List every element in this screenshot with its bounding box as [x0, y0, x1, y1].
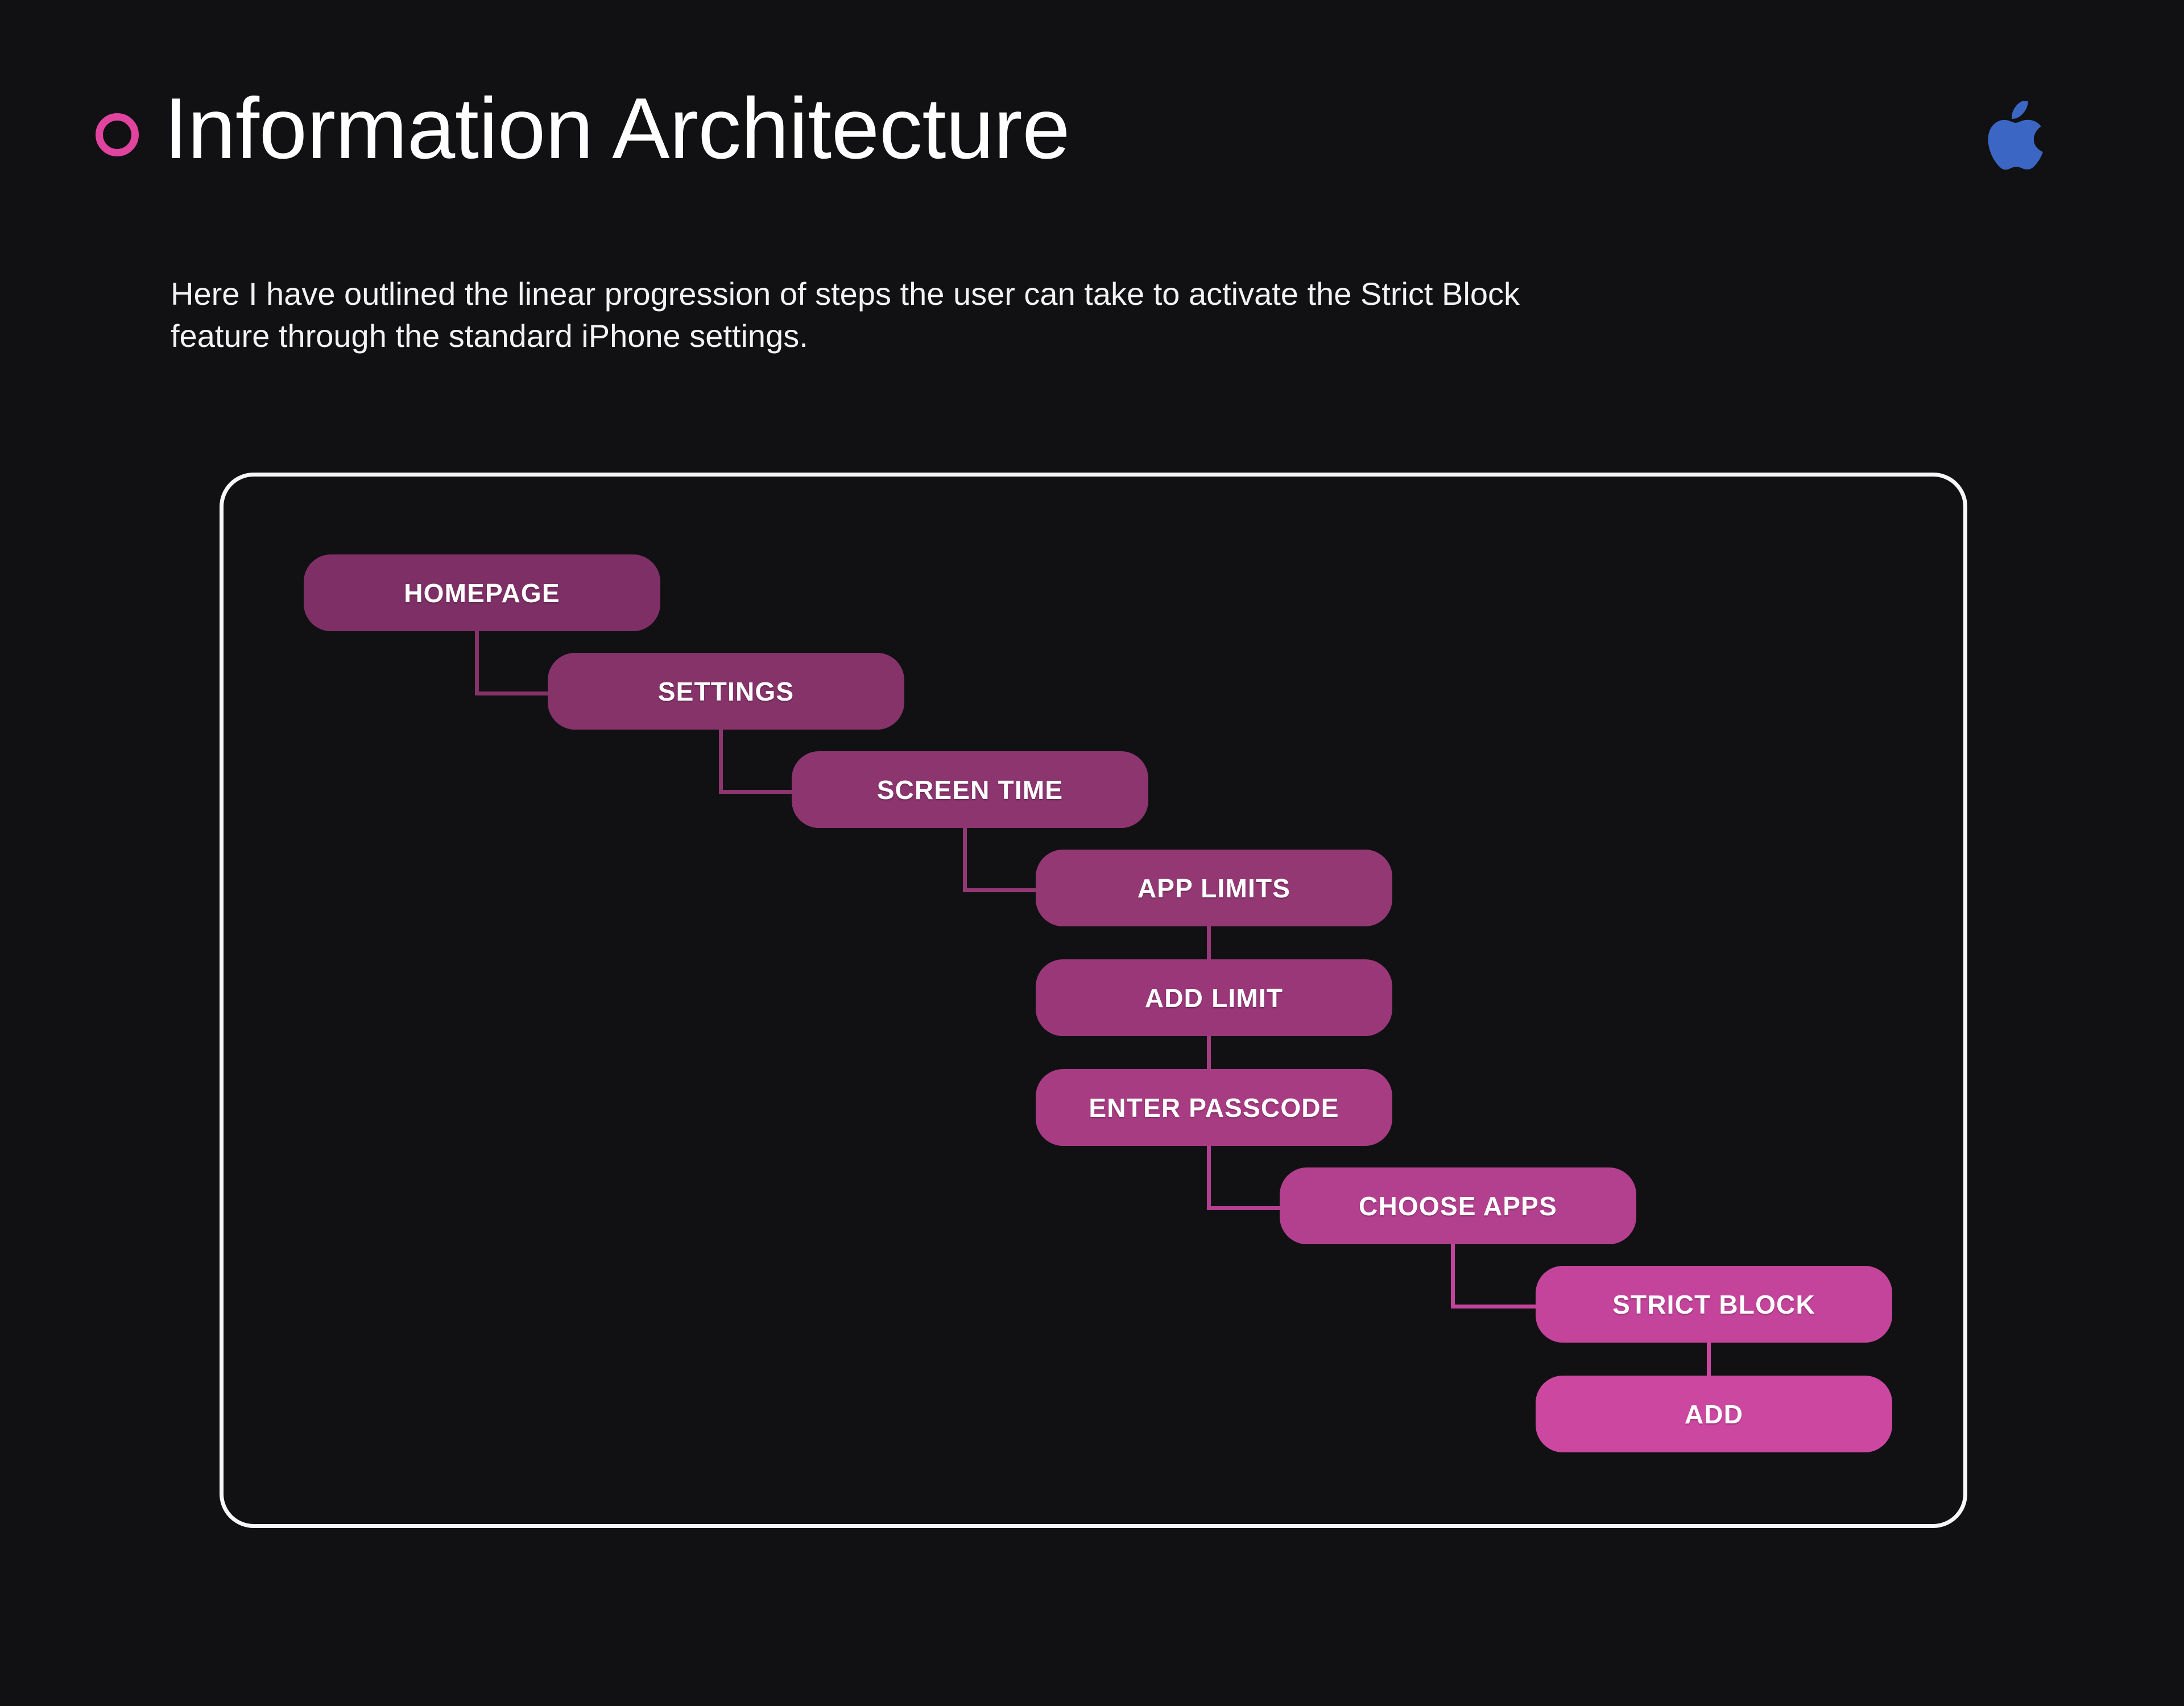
- flow-node-label: ENTER PASSCODE: [1089, 1092, 1339, 1123]
- flow-connector: [1206, 925, 1211, 960]
- flow-node-app-limits[interactable]: APP LIMITS: [1036, 850, 1392, 926]
- flow-connector: [1206, 1035, 1211, 1070]
- flow-node-settings[interactable]: SETTINGS: [548, 653, 904, 730]
- flow-connector: [1706, 1341, 1711, 1377]
- flow-node-label: ADD: [1684, 1399, 1744, 1429]
- flow-node-choose-apps[interactable]: CHOOSE APPS: [1280, 1167, 1636, 1244]
- flow-connector: [1206, 1145, 1211, 1210]
- flow-node-label: SETTINGS: [657, 676, 795, 706]
- flow-node-label: CHOOSE APPS: [1359, 1191, 1557, 1221]
- page-title-row: Information Architecture: [96, 85, 1070, 172]
- flow-connector: [1450, 1304, 1553, 1309]
- flow-connector: [474, 630, 479, 695]
- flow-node-label: SCREEN TIME: [876, 775, 1064, 805]
- flow-connector: [1450, 1243, 1455, 1309]
- flow-connector: [718, 789, 809, 794]
- flow-node-label: ADD LIMIT: [1144, 983, 1284, 1013]
- flow-node-add[interactable]: ADD: [1536, 1376, 1892, 1452]
- page-title: Information Architecture: [164, 80, 1070, 177]
- flow-connector: [962, 827, 967, 892]
- diagram-frame: [220, 473, 1967, 1528]
- flow-connector: [962, 888, 1053, 892]
- apple-logo-icon: [1988, 101, 2043, 170]
- flow-node-enter-passcode[interactable]: ENTER PASSCODE: [1036, 1069, 1392, 1146]
- slide-header: Information Architecture Here I have out…: [0, 0, 2184, 354]
- flow-connector: [718, 728, 723, 794]
- page-subtitle: Here I have outlined the linear progress…: [171, 276, 1520, 354]
- flow-node-strict-block[interactable]: STRICT BLOCK: [1536, 1266, 1892, 1343]
- flow-node-homepage[interactable]: HOMEPAGE: [304, 554, 660, 631]
- flow-node-label: HOMEPAGE: [404, 578, 560, 608]
- flow-node-label: STRICT BLOCK: [1612, 1289, 1815, 1319]
- flow-node-add-limit[interactable]: ADD LIMIT: [1036, 959, 1392, 1036]
- flow-node-screen-time[interactable]: SCREEN TIME: [792, 751, 1148, 828]
- flow-node-label: APP LIMITS: [1137, 873, 1291, 903]
- flow-connector: [474, 691, 565, 695]
- flow-connector: [1206, 1206, 1297, 1210]
